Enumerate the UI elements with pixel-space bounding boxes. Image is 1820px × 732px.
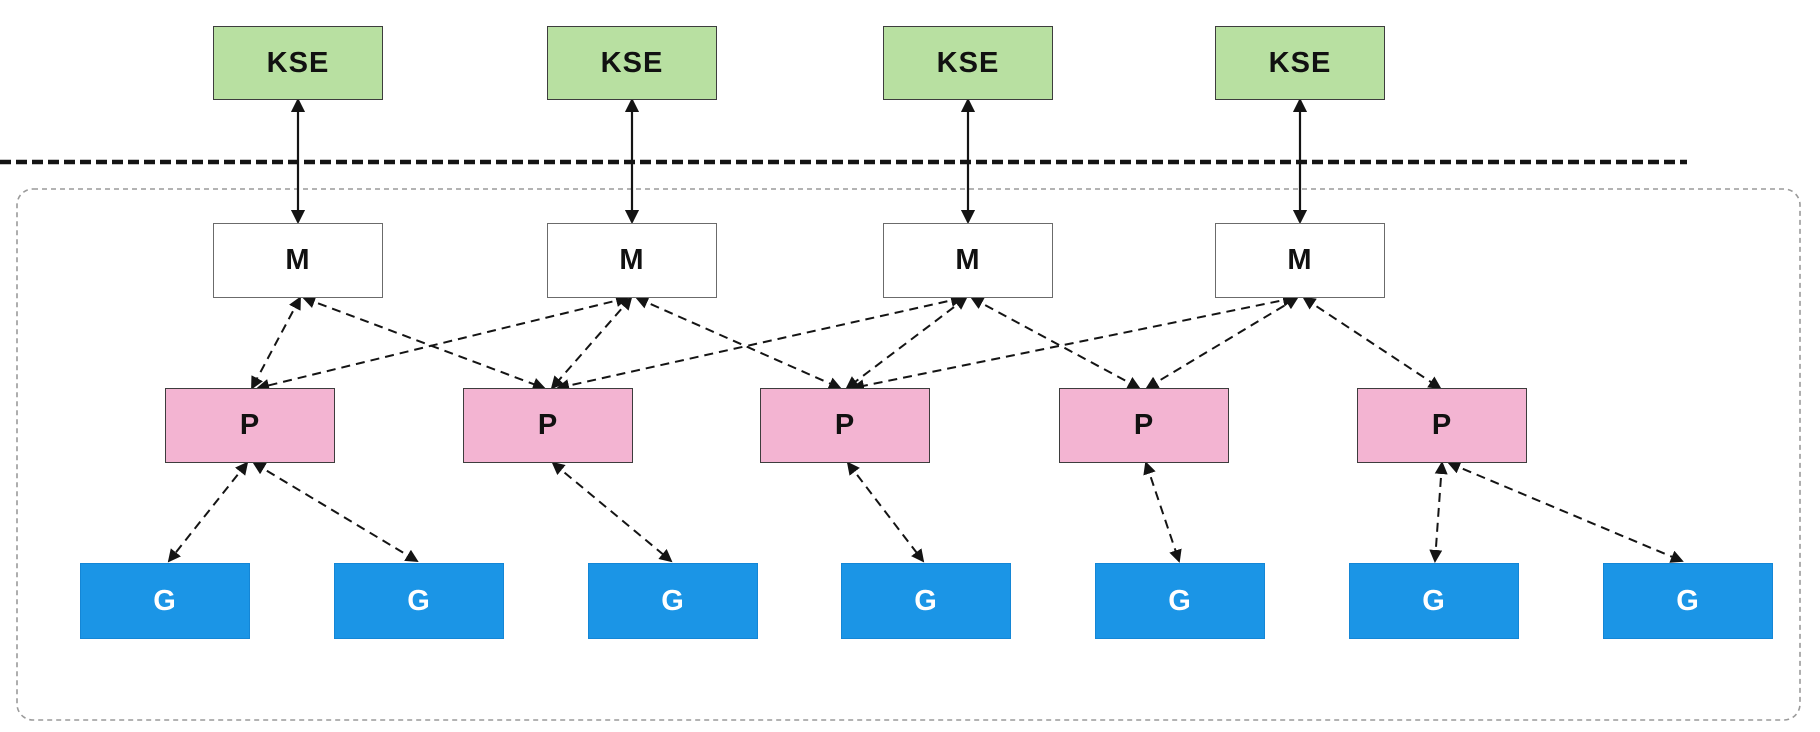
edge-p1-g2 [252,461,419,563]
edge-m3-p3 [845,296,968,390]
node-g5: G [1095,563,1265,639]
node-p4: P [1059,388,1229,463]
node-p2: P [463,388,633,463]
edge-m4-p4 [1145,296,1299,390]
edge-m3-p4 [970,297,1141,389]
node-g4: G [841,563,1011,639]
dashed-group-container [16,188,1801,721]
edge-m2-p1 [256,294,629,392]
edge-p4-g5 [1143,461,1182,563]
node-m4: M [1215,223,1385,298]
edge-m1-p1 [251,296,301,390]
edge-m4-p3 [851,293,1296,393]
edge-p3-g4 [846,461,925,563]
edge-m1-p2 [302,295,546,391]
node-kse2: KSE [547,26,717,100]
node-g3: G [588,563,758,639]
node-m3: M [883,223,1053,298]
node-kse4: KSE [1215,26,1385,100]
node-g7: G [1603,563,1773,639]
node-g2: G [334,563,504,639]
node-p1: P [165,388,335,463]
edge-p1-g1 [167,461,249,563]
edge-p2-g3 [551,461,673,563]
node-kse1: KSE [213,26,383,100]
edge-p5-g7 [1447,461,1684,563]
node-m2: M [547,223,717,298]
node-g1: G [80,563,250,639]
node-p5: P [1357,388,1527,463]
node-g6: G [1349,563,1519,639]
edge-m4-p5 [1302,296,1442,390]
node-kse3: KSE [883,26,1053,100]
node-p3: P [760,388,930,463]
edge-m2-p3 [635,296,842,390]
node-m1: M [213,223,383,298]
edge-p5-g6 [1429,461,1448,563]
